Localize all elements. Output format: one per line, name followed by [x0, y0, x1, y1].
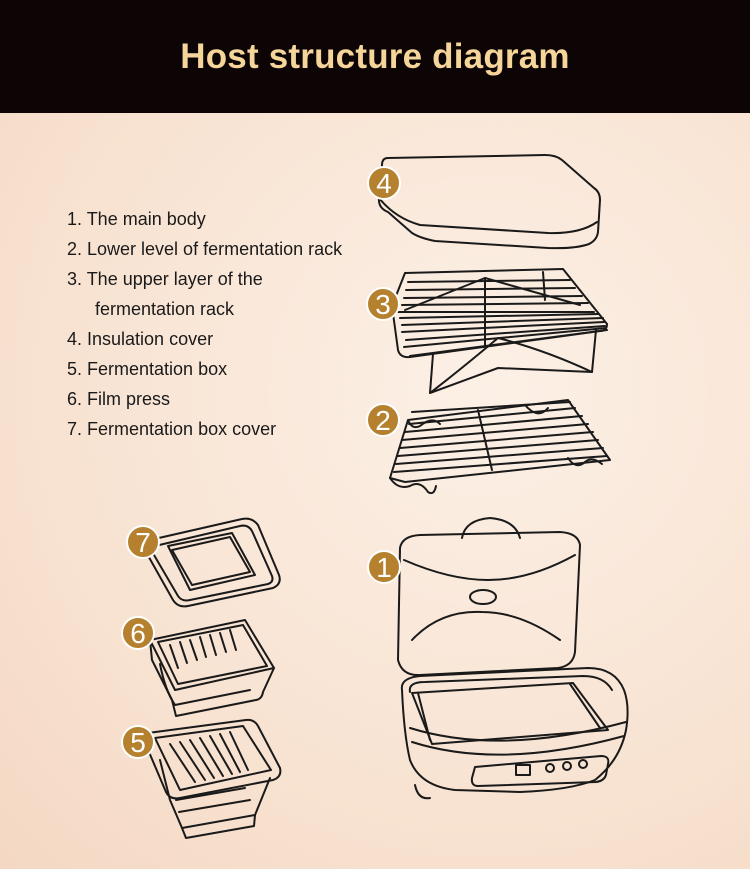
header-bar: Host structure diagram [0, 0, 750, 113]
legend-item-upper-rack-cont: fermentation rack [95, 299, 235, 319]
fermentation-box-drawing [143, 718, 282, 839]
badge-2: 2 [366, 403, 400, 437]
badge-4-label: 4 [376, 168, 392, 199]
insulation-cover-drawing [377, 154, 601, 250]
badge-6: 6 [121, 616, 155, 650]
upper-rack-drawing [391, 268, 608, 394]
box-cover-drawing [143, 517, 281, 608]
parts-legend: 1. The main body 2. Lower level of ferme… [67, 204, 342, 444]
badge-4: 4 [367, 166, 401, 200]
badge-3: 3 [366, 287, 400, 321]
badge-1-label: 1 [376, 552, 392, 583]
badge-3-label: 3 [375, 289, 391, 320]
page-title: Host structure diagram [180, 36, 570, 76]
legend-item-insulation-cover: 4. Insulation cover [67, 329, 214, 349]
badge-1: 1 [367, 550, 401, 584]
legend-item-upper-rack: 3. The upper layer of the [67, 269, 263, 289]
badge-5-label: 5 [130, 727, 146, 758]
legend-item-fermentation-box: 5. Fermentation box [67, 359, 228, 379]
badge-6-label: 6 [130, 618, 146, 649]
film-press-drawing [149, 619, 275, 717]
badge-5: 5 [121, 725, 155, 759]
main-body-drawing [397, 517, 629, 800]
legend-item-box-cover: 7. Fermentation box cover [67, 419, 277, 439]
legend-item-film-press: 6. Film press [67, 389, 171, 409]
badge-7: 7 [126, 525, 160, 559]
lower-rack-drawing [389, 399, 611, 495]
legend-item-main-body: 1. The main body [67, 209, 206, 229]
badge-2-label: 2 [375, 405, 391, 436]
legend-item-lower-rack: 2. Lower level of fermentation rack [67, 239, 343, 259]
badge-7-label: 7 [135, 527, 151, 558]
